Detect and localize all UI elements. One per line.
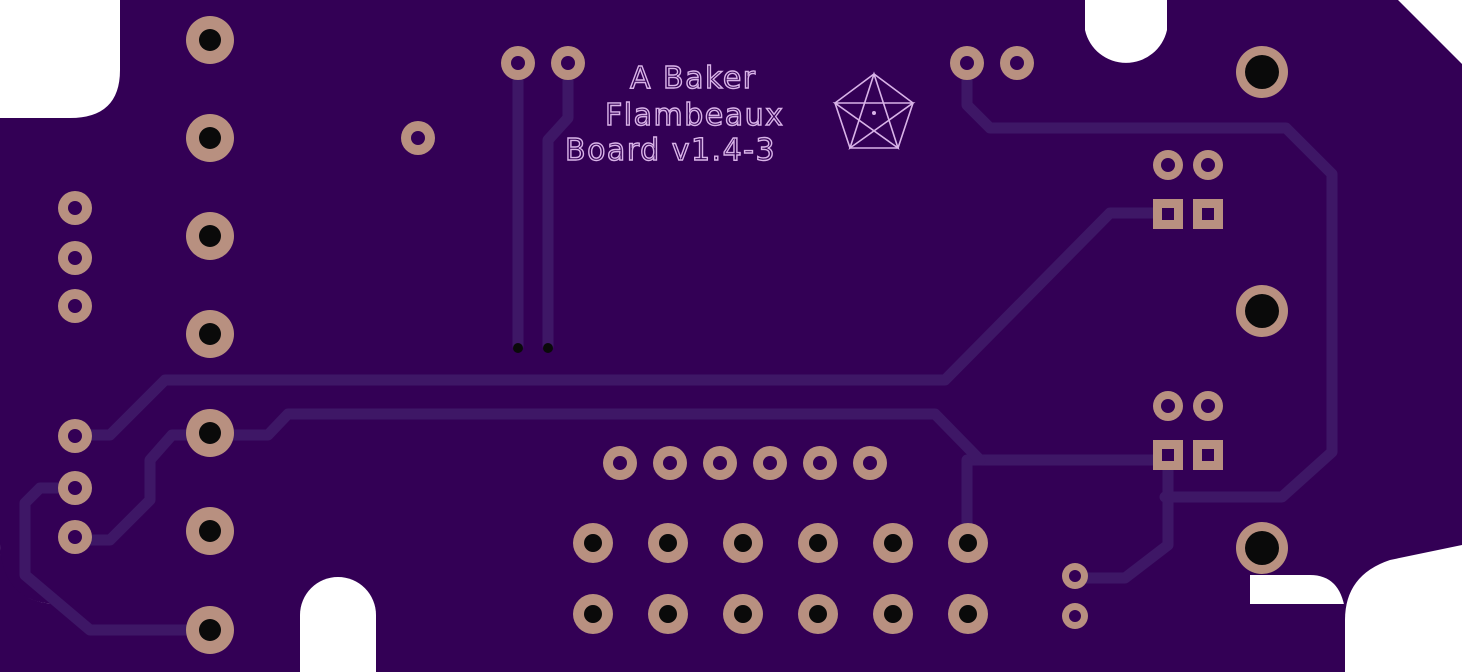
mounting-notch-bottom	[300, 577, 376, 672]
top-header-pads	[501, 46, 1034, 80]
left-small-pads	[58, 191, 92, 554]
mounting-holes-right	[1236, 46, 1288, 574]
board-corner-bottom-right	[1345, 545, 1462, 672]
header-row-six	[603, 446, 887, 480]
terminal-block-pads	[573, 523, 988, 634]
through-hole-pads	[58, 16, 1288, 654]
right-connector-lower	[1153, 391, 1223, 470]
copper-traces	[19, 57, 1338, 636]
silkscreen-line-1: A Baker	[630, 61, 757, 96]
silkscreen-line-2: Flambeaux	[605, 98, 784, 133]
board-outline-bottom-mid	[376, 604, 1345, 672]
left-connector	[186, 16, 234, 654]
right-small-pads	[1062, 563, 1088, 629]
via	[543, 343, 553, 353]
pentagram-icon	[832, 71, 916, 151]
silkscreen-label: A Baker Flambeaux Board v1.4-3	[564, 60, 784, 168]
via	[513, 343, 523, 353]
silkscreen-line-3: Board v1.4-3	[565, 133, 776, 168]
right-connector-upper	[1153, 150, 1223, 229]
